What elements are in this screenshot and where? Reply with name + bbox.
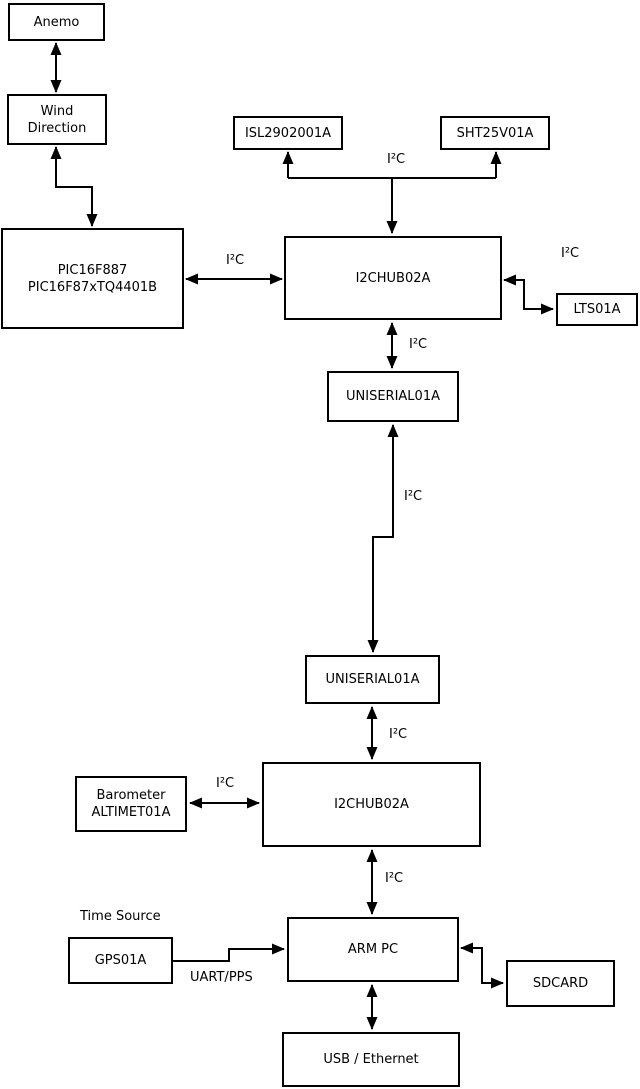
node-i2chub02a-bottom: I2CHUB02A bbox=[262, 762, 481, 847]
label-i2c-hub2-armpc: I²C bbox=[385, 871, 404, 886]
label-i2c-uniserial-link: I²C bbox=[404, 489, 423, 504]
edge-wind-pic bbox=[50, 146, 98, 227]
node-sdcard: SDCARD bbox=[506, 960, 615, 1007]
node-sht25v01a: SHT25V01A bbox=[440, 116, 550, 150]
node-uniserial01a-top-label: UNISERIAL01A bbox=[346, 389, 440, 404]
node-anemo: Anemo bbox=[8, 3, 105, 41]
label-i2c-hub-lts: I²C bbox=[561, 246, 580, 261]
node-arm-pc-label: ARM PC bbox=[347, 942, 399, 957]
node-sdcard-label: SDCARD bbox=[532, 976, 589, 991]
label-uart-pps: UART/PPS bbox=[190, 970, 253, 985]
label-i2c-uniserial-hub2: I²C bbox=[389, 727, 408, 742]
label-i2c-sensor-net: I²C bbox=[387, 152, 406, 167]
edge-uniserial-uniserial bbox=[367, 424, 399, 653]
node-pic16f887-label-line1: PIC16F887 bbox=[57, 262, 128, 278]
node-isl2902001a-label: ISL2902001A bbox=[244, 125, 332, 141]
node-lts01a: LTS01A bbox=[556, 293, 638, 326]
node-i2chub02a-top-label: I2CHUB02A bbox=[355, 270, 431, 286]
node-wind-direction: Wind Direction bbox=[7, 94, 107, 145]
label-i2c-barometer-hub2: I²C bbox=[216, 776, 235, 791]
node-anemo-label: Anemo bbox=[33, 14, 80, 30]
edge-hub-lts bbox=[503, 274, 554, 315]
edge-gps-armpc bbox=[173, 943, 285, 962]
node-barometer-label-line1: Barometer bbox=[96, 788, 166, 803]
node-wind-direction-label-line1: Wind bbox=[40, 103, 74, 119]
label-i2c-hub-uniserial: I²C bbox=[409, 337, 428, 352]
node-gps01a: GPS01A bbox=[68, 937, 173, 984]
label-time-source: Time Source bbox=[80, 909, 161, 924]
node-arm-pc: ARM PC bbox=[287, 917, 459, 982]
node-uniserial01a-bottom: UNISERIAL01A bbox=[305, 655, 440, 704]
node-gps01a-label: GPS01A bbox=[94, 953, 147, 968]
node-uniserial01a-top: UNISERIAL01A bbox=[327, 371, 459, 422]
node-usb-ethernet: USB / Ethernet bbox=[282, 1032, 460, 1087]
node-pic16f887-label-line2: PIC16F87xTQ4401B bbox=[27, 279, 158, 295]
node-i2chub02a-top: I2CHUB02A bbox=[284, 236, 502, 320]
node-sht25v01a-label: SHT25V01A bbox=[456, 125, 534, 141]
node-lts01a-label: LTS01A bbox=[573, 302, 621, 317]
node-isl2902001a: ISL2902001A bbox=[233, 116, 343, 150]
node-wind-direction-label-line2: Direction bbox=[27, 120, 87, 136]
node-barometer-label-line2: ALTIMET01A bbox=[91, 805, 171, 820]
node-i2chub02a-bottom-label: I2CHUB02A bbox=[334, 797, 409, 812]
node-pic16f887: PIC16F887 PIC16F87xTQ4401B bbox=[1, 228, 184, 329]
node-usb-ethernet-label: USB / Ethernet bbox=[323, 1052, 419, 1067]
node-barometer-altimet01a: Barometer ALTIMET01A bbox=[75, 776, 187, 832]
node-uniserial01a-bottom-label: UNISERIAL01A bbox=[325, 672, 420, 687]
label-i2c-pic-hub: I²C bbox=[226, 253, 245, 268]
edge-armpc-sdcard bbox=[460, 942, 504, 989]
